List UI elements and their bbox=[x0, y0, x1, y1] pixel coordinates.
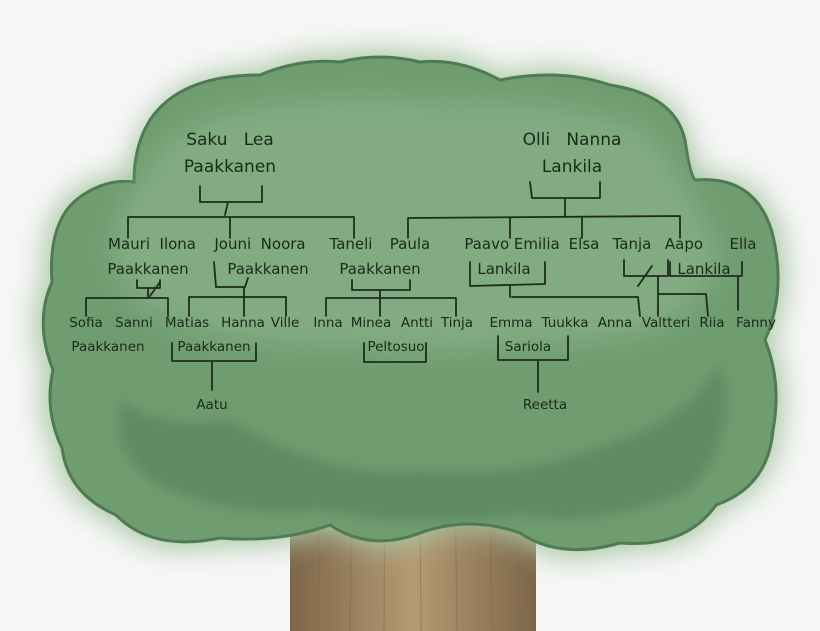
jouni-noora-names: Jouni Noora bbox=[214, 235, 306, 253]
tinja-name: Tinja bbox=[440, 315, 474, 331]
line-emma-tuukka-reetta bbox=[497, 335, 569, 393]
line-mauri-ilona-children bbox=[85, 279, 169, 317]
emma-name: Emma bbox=[489, 315, 533, 331]
relationship-lines bbox=[85, 181, 743, 393]
line-matias-hanna-aatu bbox=[171, 342, 257, 391]
tuukka-name: Tuukka bbox=[541, 315, 589, 331]
antti-name: Antti bbox=[400, 315, 434, 331]
riia-name: Riia bbox=[699, 315, 725, 331]
line-minea-antti-bracket bbox=[363, 342, 427, 363]
sofia-sanni-surname: Paakkanen bbox=[71, 339, 145, 355]
lankila-grandparents-names: Olli Nanna bbox=[522, 130, 622, 150]
minea-antti-surname: Peltosuo bbox=[367, 339, 425, 355]
emma-tuukka-surname: Sariola bbox=[504, 339, 552, 355]
canopy bbox=[35, 50, 786, 558]
paavo-emilia-names: Paavo Emilia bbox=[464, 235, 560, 253]
taneli-paula-surname: Paakkanen bbox=[339, 260, 421, 278]
paavo-emilia-surname: Lankila bbox=[477, 260, 531, 278]
taneli-name: Taneli bbox=[329, 235, 373, 253]
ville-name: Ville bbox=[270, 315, 300, 331]
lankila-grandparents-surname: Lankila bbox=[541, 157, 603, 177]
line-paavo-emilia-children bbox=[469, 261, 641, 317]
line-olli-nanna-children bbox=[407, 181, 681, 239]
inna-name: Inna bbox=[313, 315, 343, 331]
sofia-name: Sofia bbox=[69, 315, 103, 331]
valtteri-name: Valtteri bbox=[641, 315, 691, 331]
aapo-name: Aapo bbox=[664, 235, 704, 253]
paakkanen-grandparents-names: Saku Lea bbox=[186, 130, 274, 150]
line-taneli-paula-children bbox=[325, 279, 457, 317]
mauri-ilona-names: Mauri Ilona bbox=[108, 235, 196, 253]
sanni-name: Sanni bbox=[115, 315, 153, 331]
line-jouni-noora-children bbox=[188, 261, 287, 317]
jouni-noora-surname: Paakkanen bbox=[227, 260, 309, 278]
aapo-ella-surname: Lankila bbox=[677, 260, 731, 278]
matias-name: Matias bbox=[164, 315, 210, 331]
tanja-name: Tanja bbox=[612, 235, 652, 253]
anna-name: Anna bbox=[597, 315, 633, 331]
elsa-name: Elsa bbox=[568, 235, 600, 253]
matias-hanna-surname: Paakkanen bbox=[177, 339, 251, 355]
fanny-name: Fanny bbox=[736, 315, 776, 331]
reetta-name: Reetta bbox=[522, 397, 568, 413]
aatu-name: Aatu bbox=[196, 397, 228, 413]
line-tanja-aapo-children bbox=[623, 259, 709, 317]
mauri-ilona-surname: Paakkanen bbox=[107, 260, 189, 278]
paakkanen-grandparents-surname: Paakkanen bbox=[183, 157, 277, 177]
line-aapo-ella-children bbox=[669, 261, 743, 311]
line-saku-lea-children bbox=[127, 185, 355, 239]
minea-name: Minea bbox=[350, 315, 392, 331]
ella-name: Ella bbox=[729, 235, 757, 253]
paula-name: Paula bbox=[389, 235, 431, 253]
hanna-name: Hanna bbox=[221, 315, 265, 331]
